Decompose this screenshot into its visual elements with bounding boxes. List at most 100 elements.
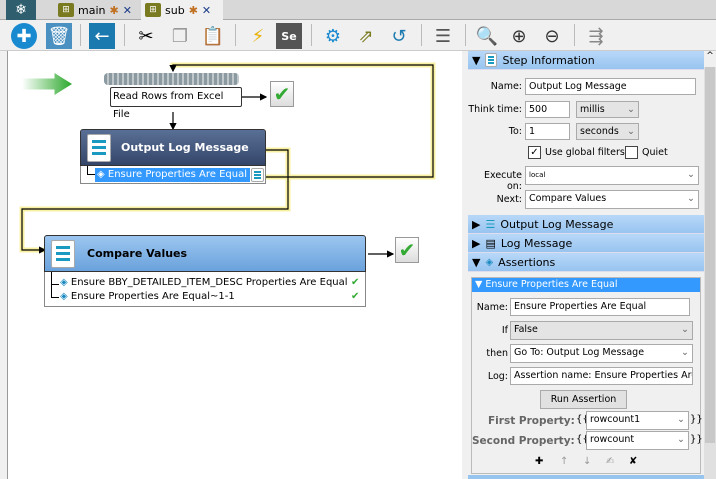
think-time-label: Think time: <box>468 104 522 115</box>
section-output-log-message[interactable]: ▶☰Output Log Message <box>468 215 704 234</box>
select-value: rowcount <box>590 434 635 445</box>
assertion-name-input[interactable]: Ensure Properties Are Equal <box>510 298 690 316</box>
document-icon <box>51 239 75 268</box>
scroll-up-icon[interactable]: ^ <box>704 51 716 67</box>
quiet-label: Quiet <box>642 147 668 158</box>
back-icon[interactable]: ← <box>89 23 115 49</box>
rename-icon[interactable]: ✍ <box>606 456 615 467</box>
select-value: False <box>514 324 538 335</box>
next-step-select[interactable]: Compare Values ⌄ <box>525 190 699 209</box>
export-icon[interactable]: ⇗ <box>358 25 374 47</box>
log-document-icon <box>251 168 264 182</box>
delete-icon[interactable]: ✘ <box>629 456 638 467</box>
second-property-select[interactable]: rowcount⌄ <box>586 431 689 450</box>
assertion-item[interactable]: ◈ Ensure Properties Are Equal <box>95 168 250 182</box>
tab-main[interactable]: ⊞ main ✱ ✕ <box>54 0 136 20</box>
paste-icon[interactable]: 📋 <box>201 25 225 47</box>
assertion-item[interactable]: ◈ Ensure Properties Are Equal~1-1 <box>60 291 235 302</box>
assertion-icon: ◈ <box>485 256 494 268</box>
model-canvas[interactable]: Read Rows from Excel File ✔ Output Log M… <box>7 51 462 479</box>
excel-data-icon <box>104 73 239 85</box>
expanded-triangle-icon: ▼ <box>475 279 483 290</box>
assertion-item[interactable]: ◈ Ensure BBY_DETAILED_ITEM_DESC Properti… <box>60 277 348 288</box>
zoom-in-icon[interactable]: ⊕ <box>511 25 527 47</box>
zoom-out-icon[interactable]: ⊖ <box>544 25 560 47</box>
expanded-triangle-icon: ▼ <box>472 255 481 269</box>
refresh-icon[interactable]: ↺ <box>391 25 407 47</box>
if-select[interactable]: False ⌄ <box>510 321 693 340</box>
assertion-title: Ensure Properties Are Equal <box>485 279 618 290</box>
think-time-input[interactable]: 500 <box>525 101 570 118</box>
open-braces: {{ <box>576 434 589 445</box>
select-value: Compare Values <box>529 193 607 204</box>
section-title: Log Message <box>500 236 573 250</box>
use-global-filters-label: Use global filters <box>545 147 625 158</box>
select-value: local <box>529 171 546 179</box>
think-time-unit-select[interactable]: millis ⌄ <box>576 101 639 118</box>
chevron-down-icon: ⌄ <box>677 414 685 425</box>
run-icon[interactable]: ⇶ <box>588 25 604 47</box>
check-icon: ✔ <box>351 277 360 288</box>
output-log-node[interactable]: Output Log Message <box>80 129 266 166</box>
trash-icon[interactable]: 🗑 <box>46 23 72 49</box>
add-icon[interactable]: ✚ <box>535 456 544 467</box>
name-input[interactable]: Output Log Message <box>525 78 696 95</box>
tab-sub[interactable]: ⊞ sub ✱ ✕ <box>141 0 223 20</box>
move-up-icon[interactable]: ↑ <box>560 456 569 467</box>
modified-icon: ✱ <box>109 3 119 17</box>
assertion-label: Ensure BBY_DETAILED_ITEM_DESC Properties… <box>70 277 348 288</box>
close-icon[interactable]: ✕ <box>201 3 212 17</box>
chevron-down-icon: ⌄ <box>627 104 635 115</box>
model-icon: ⊞ <box>58 3 74 17</box>
assertion-header[interactable]: ▼ Ensure Properties Are Equal <box>472 278 700 292</box>
panel-scrollbar[interactable]: ^ <box>704 51 716 479</box>
document-icon: ☰ <box>485 217 496 231</box>
section-log-message[interactable]: ▶▤Log Message <box>468 234 704 253</box>
chevron-down-icon: ⌄ <box>687 169 695 180</box>
selenium-icon[interactable]: Se <box>276 23 302 49</box>
select-value: Go To: Output Log Message <box>514 347 645 358</box>
run-assertion-button[interactable]: Run Assertion <box>540 390 627 409</box>
to-unit-select[interactable]: seconds⌄ <box>576 123 639 140</box>
close-icon[interactable]: ✕ <box>122 3 132 17</box>
assertion-icon: ◈ <box>60 291 68 302</box>
toolbar: ✚ 🗑 ← ✂ ❐ 📋 ⚡ Se ⚙ ⇗ ↺ ☰ 🔍 ⊕ ⊖ ⇶ <box>0 20 716 51</box>
open-braces: {{ <box>576 414 589 425</box>
zoom-icon[interactable]: 🔍 <box>475 25 499 47</box>
assertion-icon: ◈ <box>60 277 68 288</box>
connector-lines <box>19 62 436 258</box>
list-icon[interactable]: ☰ <box>434 25 452 47</box>
log-input[interactable]: Assertion name: Ensure Properties Are Eq… <box>510 367 693 385</box>
first-property-label: First Property: <box>488 415 575 427</box>
section-step-information[interactable]: ▼Step Information <box>468 51 704 70</box>
compare-values-node[interactable]: Compare Values <box>44 235 366 272</box>
chevron-down-icon: ⌄ <box>681 347 689 358</box>
to-input[interactable]: 1 <box>525 123 570 140</box>
use-global-filters-checkbox[interactable]: ✓ <box>528 146 541 159</box>
first-property-select[interactable]: rowcount1⌄ <box>586 411 689 430</box>
scrollbar-thumb[interactable] <box>705 67 715 443</box>
plus-icon[interactable]: ✚ <box>11 23 37 49</box>
section-assertions[interactable]: ▼◈Assertions <box>468 253 704 272</box>
assertion-label: Ensure Properties Are Equal~1-1 <box>70 291 235 302</box>
chevron-down-icon: ⌄ <box>687 193 695 204</box>
node-title: Compare Values <box>87 247 188 260</box>
to-label: To: <box>508 126 522 137</box>
chevron-down-icon: ⌄ <box>681 324 689 335</box>
node-title: Output Log Message <box>121 141 249 154</box>
assertion-label: Ensure Properties Are Equal <box>107 169 248 180</box>
document-icon <box>87 133 111 162</box>
lightning-icon[interactable]: ⚡ <box>251 25 265 47</box>
section-title: Output Log Message <box>500 217 614 231</box>
then-select[interactable]: Go To: Output Log Message ⌄ <box>510 344 693 363</box>
read-rows-node[interactable]: Read Rows from Excel File <box>110 87 242 120</box>
success-check-icon: ✔ <box>395 237 419 263</box>
gear-icon[interactable]: ⚙ <box>324 25 342 47</box>
cut-icon[interactable]: ✂ <box>138 25 154 47</box>
select-value: millis <box>580 104 605 115</box>
execute-on-select[interactable]: local ⌄ <box>525 166 699 185</box>
move-down-icon[interactable]: ↓ <box>583 456 592 467</box>
assertion-list: ◈ Ensure Properties Are Equal <box>80 166 266 184</box>
copy-icon[interactable]: ❐ <box>171 25 189 47</box>
quiet-checkbox[interactable] <box>625 146 638 159</box>
